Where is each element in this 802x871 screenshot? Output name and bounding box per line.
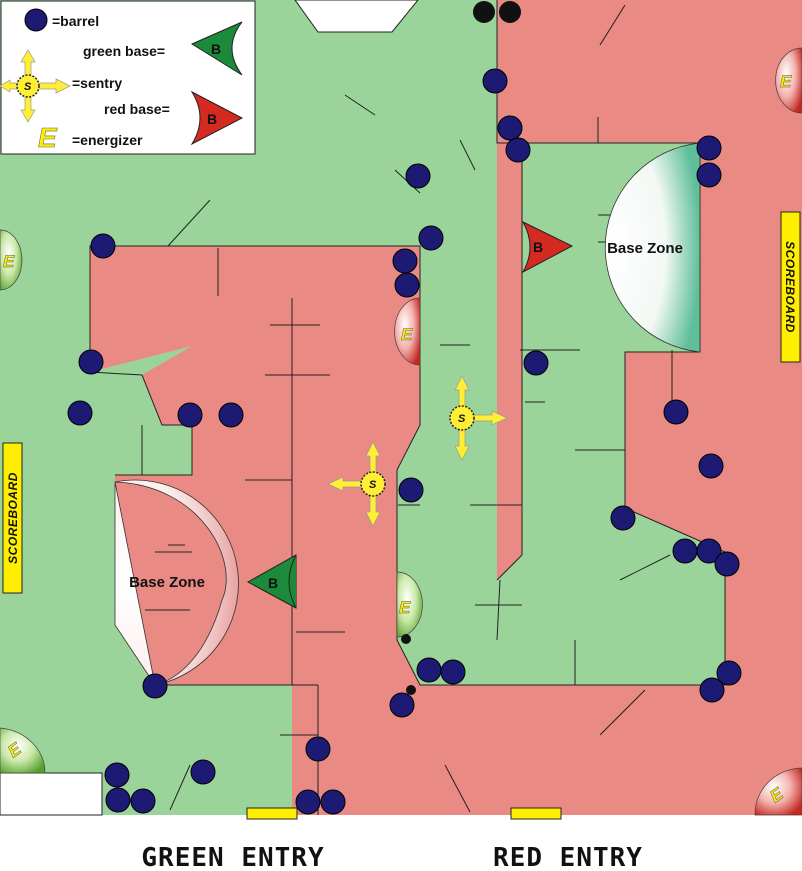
svg-text:E: E [3,252,15,271]
legend-energizer: =energizer [72,132,143,148]
barrel [104,762,130,788]
black-marker [401,634,411,644]
green-entry-door [246,807,298,820]
barrel [482,68,508,94]
energizer-icon: E [0,229,23,291]
svg-text:S: S [24,81,32,93]
base-zone-label-green: Base Zone [129,574,205,591]
barrel [418,225,444,251]
barrel [394,272,420,298]
svg-text:E: E [399,598,411,617]
black-barrel [499,1,521,23]
legend-sentry: =sentry [72,75,122,91]
barrel [696,135,722,161]
barrel [389,692,415,718]
red-base-icon: B [190,90,244,146]
svg-text:B: B [533,239,543,255]
base-zone-red [604,142,701,353]
barrel [190,759,216,785]
scoreboard-left-label: SCOREBOARD [6,472,20,564]
svg-text:B: B [207,111,217,127]
black-barrel [473,1,495,23]
svg-text:E: E [401,325,413,344]
energizer-icon: E [38,122,58,153]
barrel [67,400,93,426]
barrel [610,505,636,531]
top-notch [294,0,419,33]
green-entry-label: GREEN ENTRY [141,843,324,871]
svg-text:B: B [211,41,221,57]
sentry-icon: S [449,375,508,461]
barrel [105,787,131,813]
legend-barrel: =barrel [52,13,99,29]
barrel [218,402,244,428]
barrel [130,788,156,814]
red-territory-center [90,246,420,815]
barrel [305,736,331,762]
sentry-icon: S [327,441,386,527]
barrel [698,453,724,479]
legend: =barrel green base= B S =sentry red base… [0,0,256,155]
sentry-icon: S [0,49,71,123]
energizer-icon: E [775,47,802,114]
green-base-icon: B [246,554,297,609]
barrel [696,162,722,188]
barrel [714,551,740,577]
legend-green-base: green base= [83,43,165,59]
barrel [497,115,523,141]
barrel [523,350,549,376]
barrel [696,538,722,564]
barrel [440,659,466,685]
barrel [392,248,418,274]
barrel-icon [24,8,48,32]
barrel [295,789,321,815]
barrel [142,673,168,699]
svg-text:E: E [780,72,792,91]
corner-block [0,772,103,816]
barrel [320,789,346,815]
barrel [90,233,116,259]
energizer-icon: E [394,297,421,366]
base-zone-label-red: Base Zone [607,240,683,257]
barrel [716,660,742,686]
legend-red-base: red base= [104,101,170,117]
energizer-icon: E [754,767,802,816]
scoreboard-right [780,211,801,363]
energizers: E E E E E E [0,47,802,816]
red-entry-door [510,807,562,820]
barrel [405,163,431,189]
red-base-icon: B [521,220,574,274]
svg-text:S: S [458,413,466,425]
base-zone-green [114,479,239,686]
scoreboard-right-label: SCOREBOARD [783,241,797,333]
barrel [663,399,689,425]
red-territory-right [318,0,802,815]
barrel [177,402,203,428]
barrel [78,349,104,375]
energizer-icon: E [0,727,46,774]
red-entry-label: RED ENTRY [493,843,643,871]
svg-text:B: B [268,575,278,591]
barrel [416,657,442,683]
barrel [699,677,725,703]
svg-text:S: S [369,479,377,491]
barrel [672,538,698,564]
black-marker [406,685,416,695]
scoreboard-left [2,442,23,594]
barrel [398,477,424,503]
green-base-icon: B [190,21,243,76]
barrel [505,137,531,163]
barrels [67,68,742,815]
